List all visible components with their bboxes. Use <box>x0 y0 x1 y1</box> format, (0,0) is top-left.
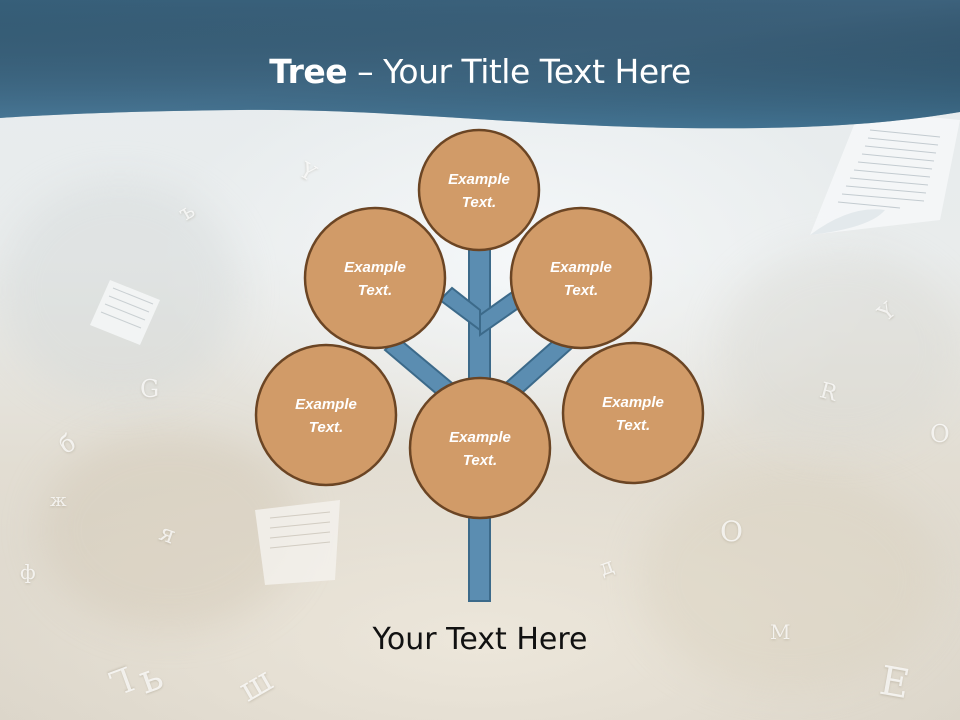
slide-title: Tree – Your Title Text Here <box>0 52 960 91</box>
node-label-line2: Text. <box>461 194 497 211</box>
node-label-line1: Example <box>449 429 511 446</box>
node-label-line2: Text. <box>308 419 344 436</box>
title-rest: – Your Title Text Here <box>347 52 691 91</box>
title-bold: Tree <box>269 52 348 91</box>
node-top-label: Example Text. <box>419 168 539 214</box>
document-paper-bottom <box>255 500 340 585</box>
node-label-line2: Text. <box>615 417 651 434</box>
node-upper-left-label: Example Text. <box>315 256 435 302</box>
node-lower-left-label: Example Text. <box>266 393 386 439</box>
node-label-line1: Example <box>295 396 357 413</box>
node-lower-right[interactable] <box>561 341 705 485</box>
node-label-line1: Example <box>550 259 612 276</box>
node-label-line2: Text. <box>563 282 599 299</box>
node-label-line2: Text. <box>462 452 498 469</box>
footer-text: Your Text Here <box>372 622 588 657</box>
document-paper-right <box>810 110 960 235</box>
node-center-label: Example Text. <box>420 426 540 472</box>
node-upper-right[interactable] <box>509 206 653 350</box>
node-label-line1: Example <box>344 259 406 276</box>
node-center[interactable] <box>408 376 552 520</box>
node-upper-left[interactable] <box>303 206 447 350</box>
document-paper-left <box>90 280 160 345</box>
trunk-lower <box>468 504 491 602</box>
node-lower-right-label: Example Text. <box>573 391 693 437</box>
node-lower-left[interactable] <box>254 343 398 487</box>
title-banner <box>0 0 960 129</box>
node-label-line1: Example <box>602 394 664 411</box>
node-top[interactable] <box>417 128 541 252</box>
branch-upper-left <box>438 286 481 332</box>
node-upper-right-label: Example Text. <box>521 256 641 302</box>
node-label-line1: Example <box>448 171 510 188</box>
node-label-line2: Text. <box>357 282 393 299</box>
